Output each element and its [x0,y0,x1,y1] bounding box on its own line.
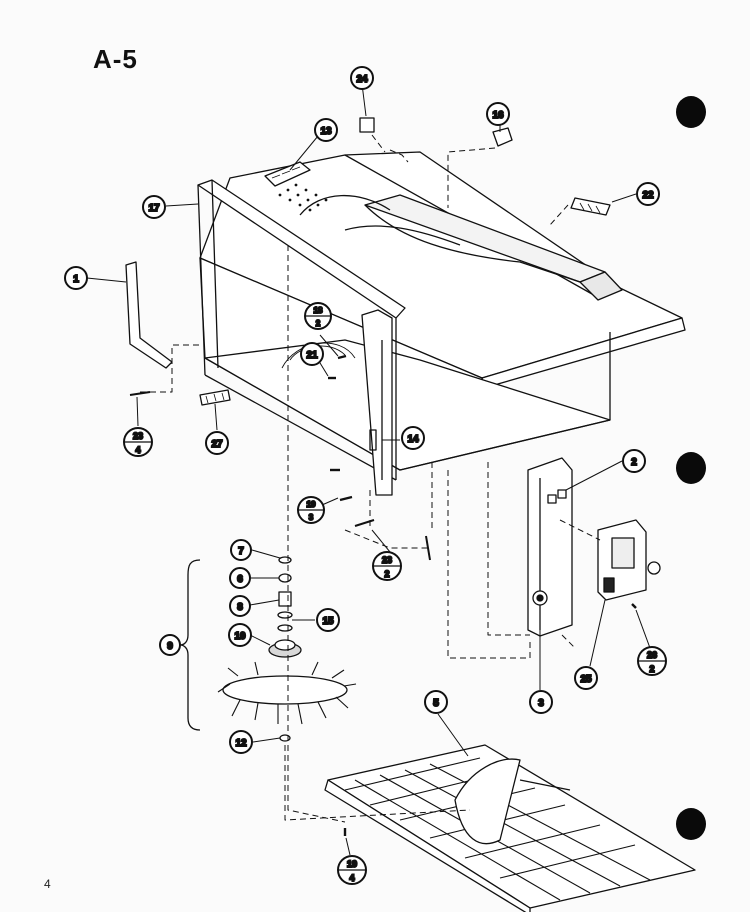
callout-2: 2 [622,449,646,473]
page-title: A-5 [93,44,138,74]
svg-text:22: 22 [642,190,654,201]
svg-text:2: 2 [316,319,321,328]
callouts: 24 16 13 22 17 1 182 21 234 27 14 2 193 … [64,66,667,885]
punch-hole [676,96,706,128]
callout-25: 25 [574,666,598,690]
control-switch-25 [597,519,661,601]
svg-text:4: 4 [135,445,140,455]
callout-19-4: 194 [337,855,367,885]
page-number: 4 [44,877,51,891]
callout-9: 9 [159,634,181,656]
cabinet-housing [199,151,686,471]
base-pan-5 [324,744,696,912]
callout-15: 15 [316,608,340,632]
callout-8: 8 [229,595,251,617]
svg-text:8: 8 [237,602,243,613]
punch-hole [676,808,706,840]
bracket-14 [361,309,393,496]
svg-text:16: 16 [492,110,504,121]
svg-text:6: 6 [237,574,243,585]
callout-24: 24 [350,66,374,90]
callout-19-3: 193 [297,496,325,524]
callout-6: 6 [229,567,251,589]
svg-text:26: 26 [647,650,657,660]
svg-text:24: 24 [356,74,368,85]
svg-text:2: 2 [631,457,637,468]
callout-3: 3 [529,690,553,714]
svg-text:2: 2 [384,569,389,579]
callout-27: 27 [205,431,229,455]
svg-text:15: 15 [322,616,334,627]
svg-text:19: 19 [307,500,316,509]
svg-text:9: 9 [167,641,173,652]
svg-text:5: 5 [433,698,439,709]
callout-23-4: 234 [123,427,153,457]
svg-text:1: 1 [73,274,79,285]
svg-text:3: 3 [538,698,544,709]
svg-text:23: 23 [382,555,392,565]
svg-text:4: 4 [349,873,354,883]
callout-7: 7 [230,539,252,561]
svg-text:25: 25 [580,674,592,685]
callout-26-2: 262 [637,646,667,676]
svg-text:14: 14 [407,434,419,445]
svg-text:21: 21 [306,350,318,361]
svg-text:12: 12 [235,738,247,749]
svg-text:18: 18 [314,306,323,315]
callout-5: 5 [424,690,448,714]
callout-14: 14 [401,426,425,450]
punch-hole [676,452,706,484]
front-panel-17 [197,179,406,481]
svg-text:13: 13 [320,126,332,137]
callout-23-2: 232 [372,551,402,581]
callout-1: 1 [64,266,88,290]
svg-text:7: 7 [238,546,244,557]
callout-22: 22 [636,182,660,206]
svg-text:2: 2 [649,664,654,674]
callout-12: 12 [229,730,253,754]
fan-assembly-6 [179,556,357,742]
callout-10: 10 [228,623,252,647]
svg-text:3: 3 [309,513,314,522]
callout-21: 21 [300,342,324,366]
callout-18-2: 182 [304,302,332,330]
svg-text:23: 23 [133,431,143,441]
svg-text:27: 27 [211,439,223,450]
svg-text:17: 17 [148,203,160,214]
callout-13: 13 [314,118,338,142]
control-bracket-2 [527,457,573,637]
svg-text:19: 19 [347,859,357,869]
callout-17: 17 [142,195,166,219]
svg-text:10: 10 [234,631,246,642]
callout-16: 16 [486,102,510,126]
